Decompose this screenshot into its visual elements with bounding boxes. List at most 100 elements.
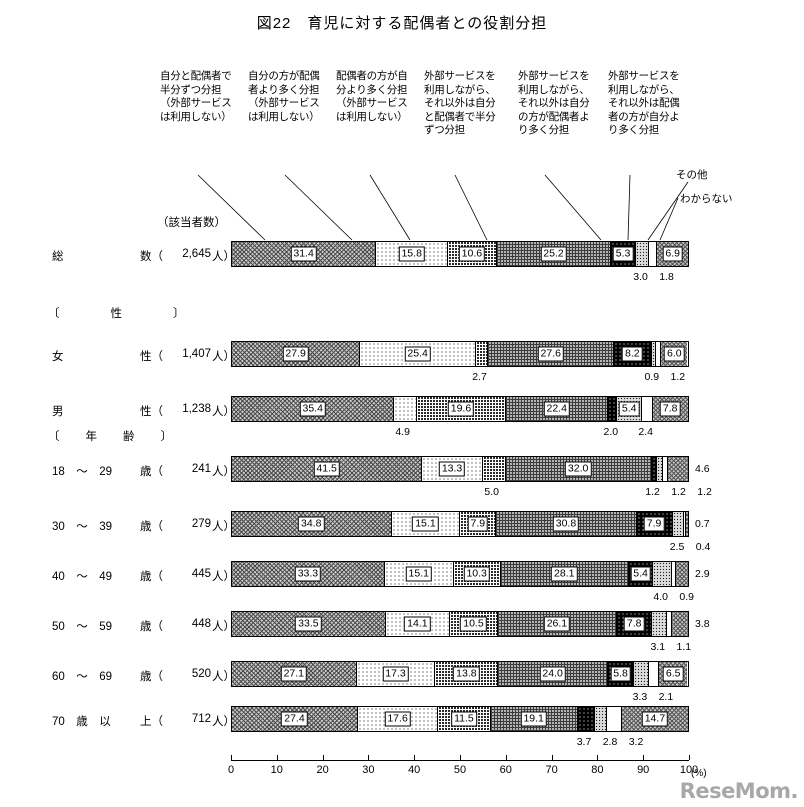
bar-segment: 19.6 — [415, 397, 506, 421]
row-label-category: 総 — [52, 251, 64, 263]
bar-segment — [606, 707, 621, 731]
row-count-unit: 人） — [212, 571, 235, 583]
legend-label-5: 外部サービスを利用しながら、それ以外は配偶者の方が自分より多く分担 — [608, 70, 680, 136]
axis-tick-label: 80 — [591, 764, 604, 776]
axis-tick-label: 70 — [545, 764, 558, 776]
bar-segment — [475, 342, 488, 366]
segment-value: 13.8 — [453, 666, 480, 682]
bar-segment — [593, 707, 607, 731]
segment-value: 34.8 — [298, 516, 325, 532]
axis-tick — [505, 755, 507, 760]
row-respondent-count: 445 — [191, 568, 211, 580]
segment-value-outside: 2.5 — [669, 541, 685, 553]
bar-segment — [682, 512, 685, 536]
row-label-suffix: 歳（ — [140, 571, 163, 583]
segment-value: 13.3 — [438, 461, 466, 477]
segment-value-outside: 1.2 — [670, 371, 686, 383]
stacked-bar: 41.5 13.3 32.0 — [231, 456, 689, 482]
bar-segment — [671, 512, 683, 536]
axis-tick — [597, 755, 599, 760]
bar-segment — [650, 342, 655, 366]
bar-segment: 7.8 — [615, 612, 652, 636]
segment-value: 19.1 — [520, 711, 547, 727]
row-label-suffix: 性（ — [140, 406, 163, 418]
row-respondent-count: 448 — [191, 618, 211, 630]
segment-value-right: 2.9 — [695, 568, 710, 580]
segment-value: 7.9 — [467, 516, 489, 532]
bar-segment: 5.4 — [616, 397, 641, 421]
row-count-unit: 人） — [212, 351, 235, 363]
segment-value: 28.1 — [550, 566, 578, 582]
segment-value: 10.5 — [460, 616, 487, 632]
axis-tick-label: 90 — [637, 764, 650, 776]
axis-tick — [551, 755, 553, 760]
segment-value: 30.8 — [552, 516, 580, 532]
bar-segment — [651, 612, 666, 636]
axis-tick — [231, 755, 232, 760]
bar-segment — [633, 662, 649, 686]
segment-value-outside: 4.0 — [653, 591, 669, 603]
segment-value-outside: 2.4 — [638, 426, 653, 438]
row-label-category: 60 ～ 69 — [52, 671, 113, 683]
axis-tick-label: 60 — [499, 764, 512, 776]
segment-value: 10.6 — [458, 246, 486, 262]
segment-value: 41.5 — [313, 461, 340, 477]
bar-segment: 22.4 — [505, 397, 608, 421]
bar-segment — [665, 612, 671, 636]
row-label-suffix: 数（ — [140, 251, 163, 263]
axis-tick — [368, 755, 370, 760]
bar-segment — [652, 562, 671, 586]
row-count-unit: 人） — [212, 621, 235, 633]
segment-value-right: 4.6 — [695, 463, 710, 475]
legend-label-7: わからない — [680, 193, 733, 205]
segment-value-outside: 2.1 — [658, 691, 674, 703]
bar-segment: 5.8 — [606, 662, 634, 686]
row-respondent-count: 1,407 — [182, 348, 211, 360]
row-count-unit: 人） — [212, 716, 235, 728]
bar-segment: 10.5 — [449, 612, 497, 636]
axis-tick — [643, 755, 645, 760]
segment-value: 6.0 — [663, 346, 685, 362]
segment-value-outside: 1.2 — [671, 486, 686, 498]
row-respondent-count: 2,645 — [182, 248, 211, 260]
bar-segment — [674, 562, 688, 586]
bar-segment: 32.0 — [504, 457, 651, 481]
segment-value: 33.3 — [294, 566, 322, 582]
legend-label-6: その他 — [676, 169, 708, 181]
bar-segment: 15.8 — [375, 242, 448, 266]
bar-segment — [481, 457, 505, 481]
bar-segment: 27.1 — [232, 662, 356, 686]
bar-segment: 27.4 — [232, 707, 357, 731]
segment-value: 32.0 — [564, 461, 592, 477]
row-label-suffix: 上（ — [140, 716, 163, 728]
bar-segment — [650, 457, 657, 481]
segment-value: 15.1 — [412, 516, 439, 532]
segment-value-outside: 2.8 — [602, 736, 618, 748]
bar-segment: 8.2 — [613, 342, 651, 366]
bar-segment — [634, 242, 649, 266]
row-count-unit: 人） — [212, 521, 235, 533]
segment-value: 5.3 — [612, 246, 634, 262]
bar-segment: 14.1 — [384, 612, 450, 636]
segment-value: 17.3 — [382, 666, 409, 682]
bar-segment: 33.3 — [232, 562, 384, 586]
section-head-age: 〔 年 齢 〕 — [48, 431, 173, 443]
axis-tick-label: 30 — [362, 764, 375, 776]
segment-value-outside: 5.0 — [484, 486, 500, 498]
segment-value: 5.4 — [618, 401, 640, 417]
row-label-category: 50 ～ 59 — [52, 621, 113, 633]
bar-segment: 25.2 — [495, 242, 611, 266]
row-label-category: 女 — [52, 351, 64, 363]
segment-value-outside: 3.2 — [628, 736, 644, 748]
row-respondent-count: 279 — [191, 518, 211, 530]
segment-value: 26.1 — [543, 616, 571, 632]
bar-segment: 14.7 — [620, 707, 688, 731]
